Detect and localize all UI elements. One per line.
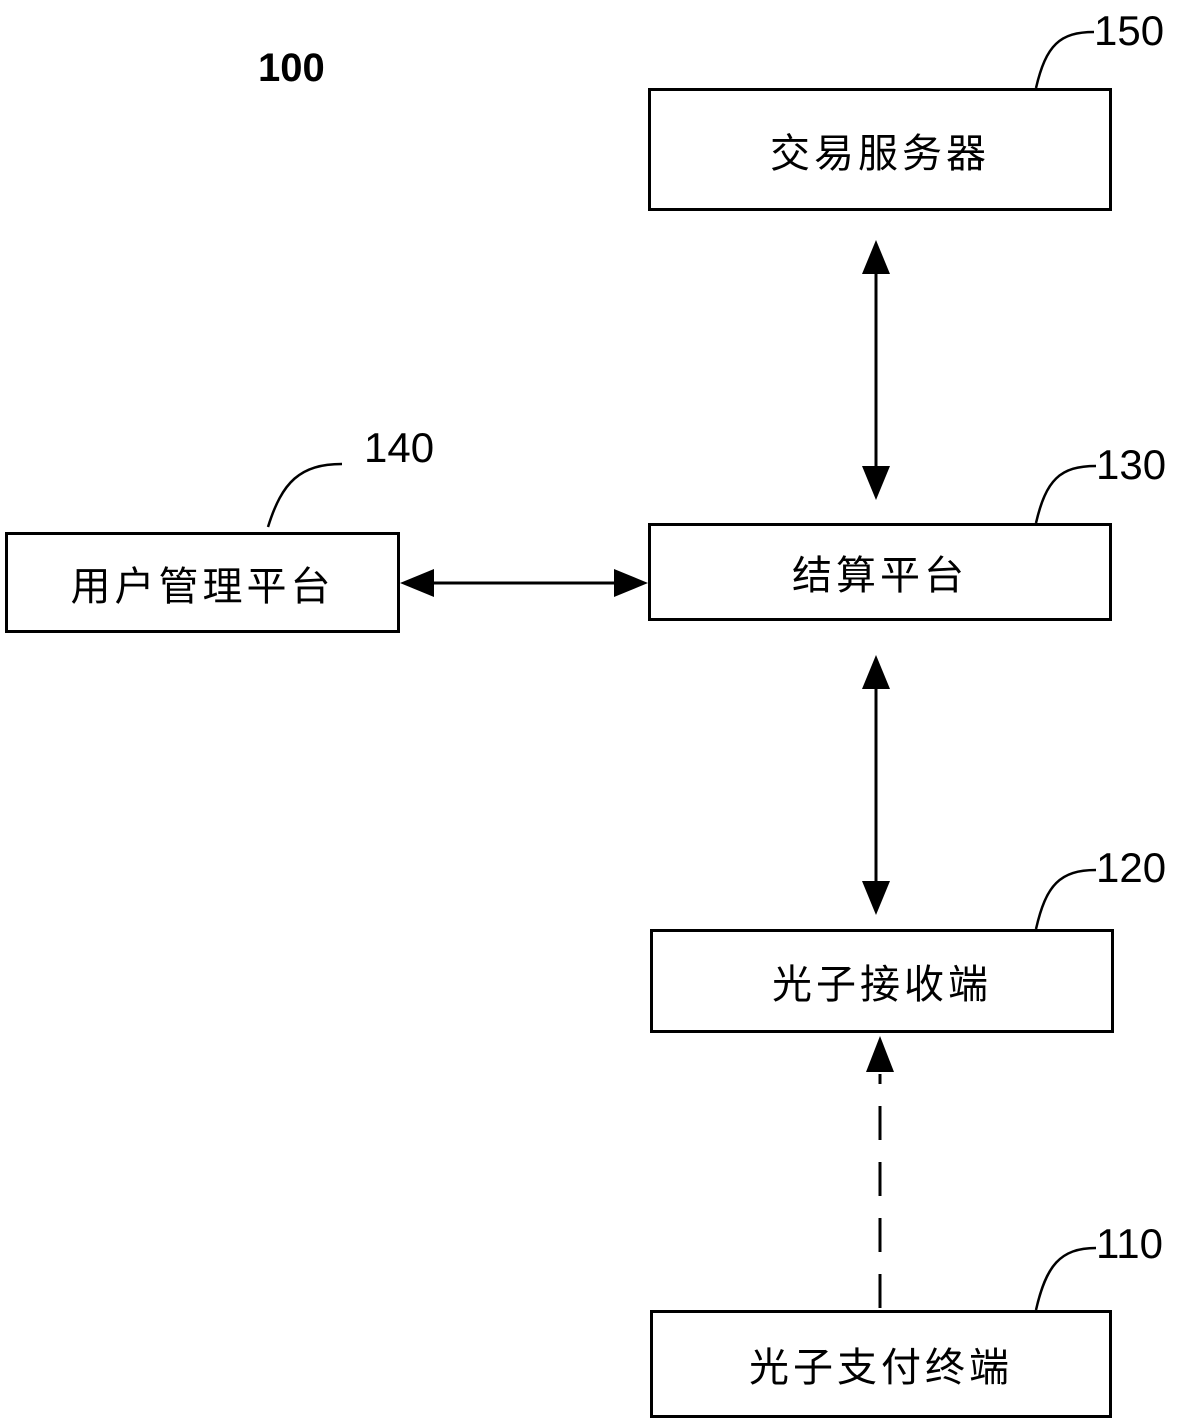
arrow-settlement-to-receiver — [862, 655, 890, 915]
leader-line-150 — [1036, 32, 1094, 88]
leader-line-120 — [1036, 870, 1096, 929]
leader-line-140 — [268, 464, 342, 527]
arrow-terminal-to-receiver — [866, 1036, 894, 1308]
arrow-user-mgmt-to-settlement — [400, 569, 648, 597]
leader-line-130 — [1036, 466, 1096, 523]
leader-line-110 — [1036, 1248, 1096, 1310]
arrow-server-to-settlement — [862, 240, 890, 500]
